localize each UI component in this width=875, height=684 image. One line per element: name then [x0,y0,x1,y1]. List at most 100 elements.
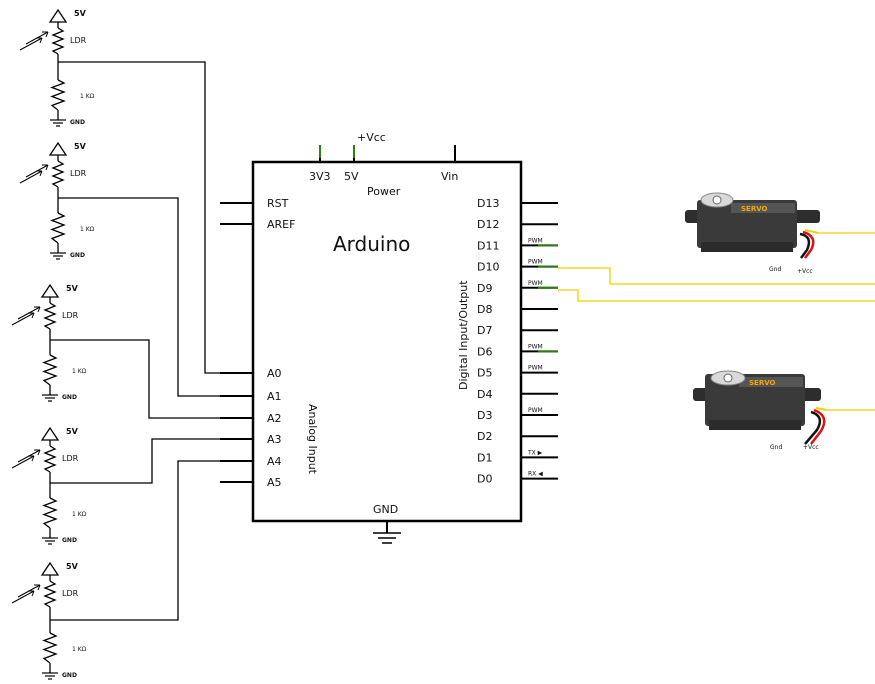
ground-label: GND [62,394,77,401]
ground-label: GND [62,672,77,679]
arduino-board: +Vcc 3V3 5V Vin Power Arduino GND Analog… [220,131,558,544]
supply-label: 5V [66,562,79,571]
light-arrowhead-icon [34,584,41,591]
resistor-icon [50,212,66,244]
servo-2-lead-yellow [815,407,827,411]
ldr-circuit-5: 5V LDR 1 KΩ GND [11,561,87,680]
light-arrow-icon [11,312,35,326]
pin-label-d6: D6 [477,345,492,358]
light-arrowhead-icon [42,164,49,171]
pin-label-aref: AREF [267,218,295,231]
pin-label-d12: D12 [477,218,499,231]
supply-label: 5V [66,284,79,293]
pin-tag-d3: PWM [528,407,543,414]
pin-label-d8: D8 [477,303,492,316]
vcc-label: +Vcc [357,131,386,144]
supply-label: 5V [66,427,79,436]
resistor-label: 1 KΩ [72,368,87,375]
servo-2-lead-red [810,408,826,445]
pin-label-d7: D7 [477,324,492,337]
pin-label-d2: D2 [477,430,492,443]
pin-label-a1: A1 [267,390,282,403]
ground-label: GND [70,119,85,126]
servo-2-vcc-label: +Vcc [803,444,819,451]
pin-label-a5: A5 [267,476,282,489]
servo-1-lead-red [802,230,815,259]
pin-tag-d5: PWM [528,365,543,372]
ldr-label: LDR [62,311,79,320]
servo-1-base [701,242,793,252]
pin-tag-d0: RX ◀ [528,471,543,478]
power-pin-5v: 5V [344,170,359,183]
pin-label-d10: D10 [477,261,499,274]
ldr-icon [43,445,57,473]
ldr-label: LDR [70,169,87,178]
pin-label-d11: D11 [477,239,499,252]
pin-label-d13: D13 [477,197,499,210]
signal-wire-d10 [558,267,875,285]
servo-1-lead-black [799,232,811,259]
light-arrow-icon [17,449,41,463]
resistor-label: 1 KΩ [80,93,95,100]
resistor-icon [42,497,58,529]
light-arrow-icon [19,37,43,51]
resistor-icon [50,79,66,111]
ldr-sensor-circuits: 5V LDR 1 KΩ GND 5V LDR 1 KΩ GND 5V LDR 1 KΩ GND 5V LD… [11,8,95,680]
light-arrow-icon [25,164,49,178]
resistor-label: 1 KΩ [80,226,95,233]
wire-a1 [58,197,253,397]
ldr-circuit-3: 5V LDR 1 KΩ GND [11,283,87,402]
pin-label-a3: A3 [267,433,282,446]
pin-tag-d1: TX ▶ [527,449,543,456]
light-arrowhead-icon [34,449,41,456]
pin-label-d0: D0 [477,473,492,486]
servo-2-brand: SERVO [749,379,776,387]
supply-label: 5V [74,142,87,151]
pin-label-d9: D9 [477,282,492,295]
arduino-gnd-label: GND [373,503,398,516]
light-arrow-icon [17,306,41,320]
power-pin-vin: Vin [441,170,458,183]
ldr-icon [51,27,65,55]
ldr-icon [51,160,65,188]
pin-tag-d9: PWM [528,280,543,287]
pin-label-a0: A0 [267,367,282,380]
pin-label-rst: RST [267,197,289,210]
signal-wire-d9 [558,289,875,302]
wire-a2 [50,339,253,419]
pin-label-a2: A2 [267,412,282,425]
pin-label-a4: A4 [267,455,282,468]
pin-tag-d6: PWM [528,343,543,350]
light-arrow-icon [11,455,35,469]
ldr-label: LDR [70,36,87,45]
ldr-label: LDR [62,589,79,598]
light-arrow-icon [19,170,43,184]
resistor-icon [42,632,58,664]
ground-label: GND [62,537,77,544]
servo-2-base [709,420,801,430]
light-arrow-icon [25,31,49,45]
wire-a3 [50,438,253,484]
pin-tag-d10: PWM [528,259,543,266]
power-pin-3v3: 3V3 [309,170,331,183]
servo-1-lead-yellow [804,229,819,234]
resistor-icon [42,354,58,386]
arduino-title: Arduino [333,232,410,256]
power-label: Power [367,185,401,198]
supply-arrow-icon [48,8,68,23]
analog-wires [50,61,253,621]
servo-motor-1: SERVO Gnd +Vcc [685,192,820,275]
servo-1-brand: SERVO [741,205,768,213]
resistor-label: 1 KΩ [72,646,87,653]
ldr-icon [43,302,57,330]
supply-arrow-icon [48,141,68,156]
ldr-icon [43,580,57,608]
arduino-board-outline [251,160,523,523]
resistor-label: 1 KΩ [72,511,87,518]
servo-2-label-plate [739,377,803,387]
pin-label-d4: D4 [477,388,492,401]
servo-1-label-plate [731,203,795,213]
